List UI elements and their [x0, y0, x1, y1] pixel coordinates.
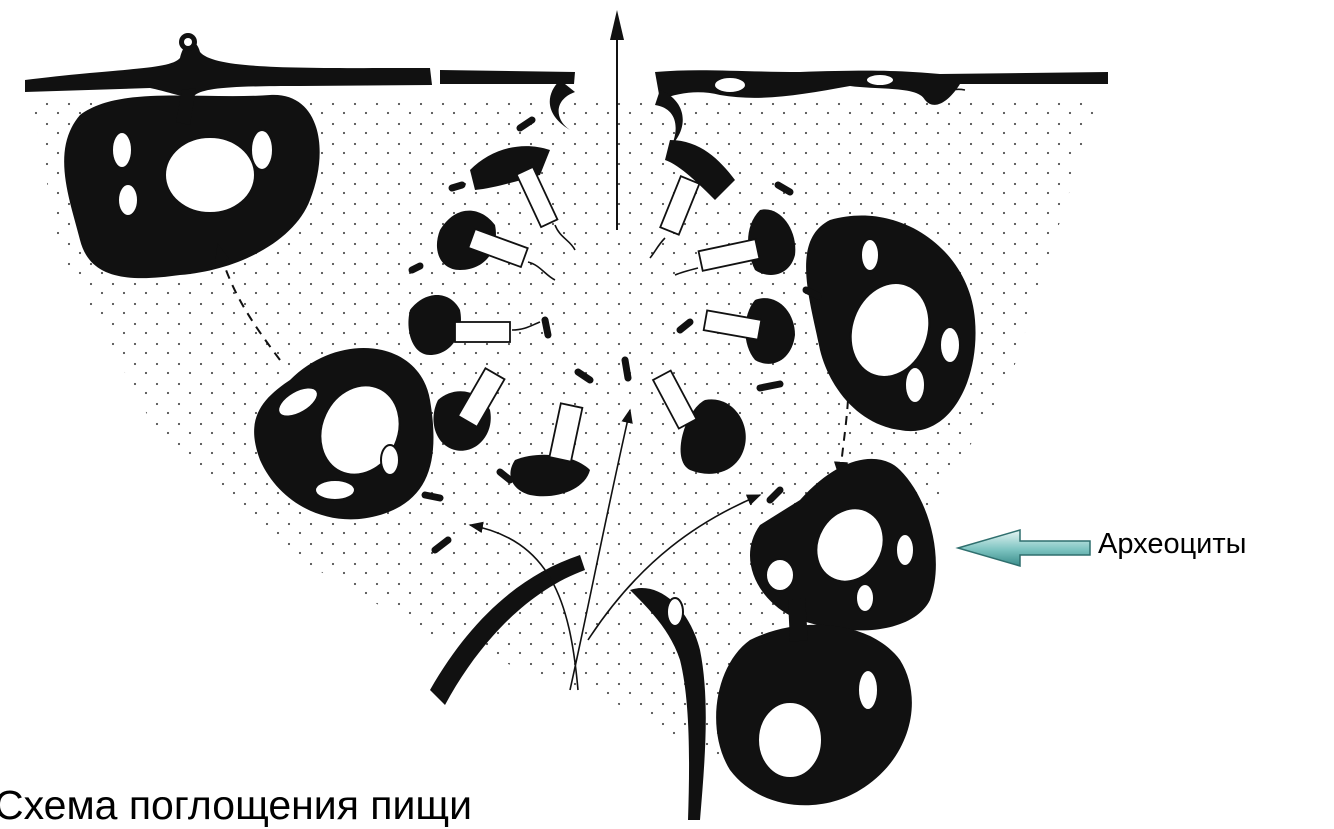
archeocytes-label: Археоциты — [1098, 528, 1247, 561]
figure-caption: Схема поглощения пищи — [0, 782, 472, 829]
teal-left-arrow-icon — [958, 530, 1090, 566]
